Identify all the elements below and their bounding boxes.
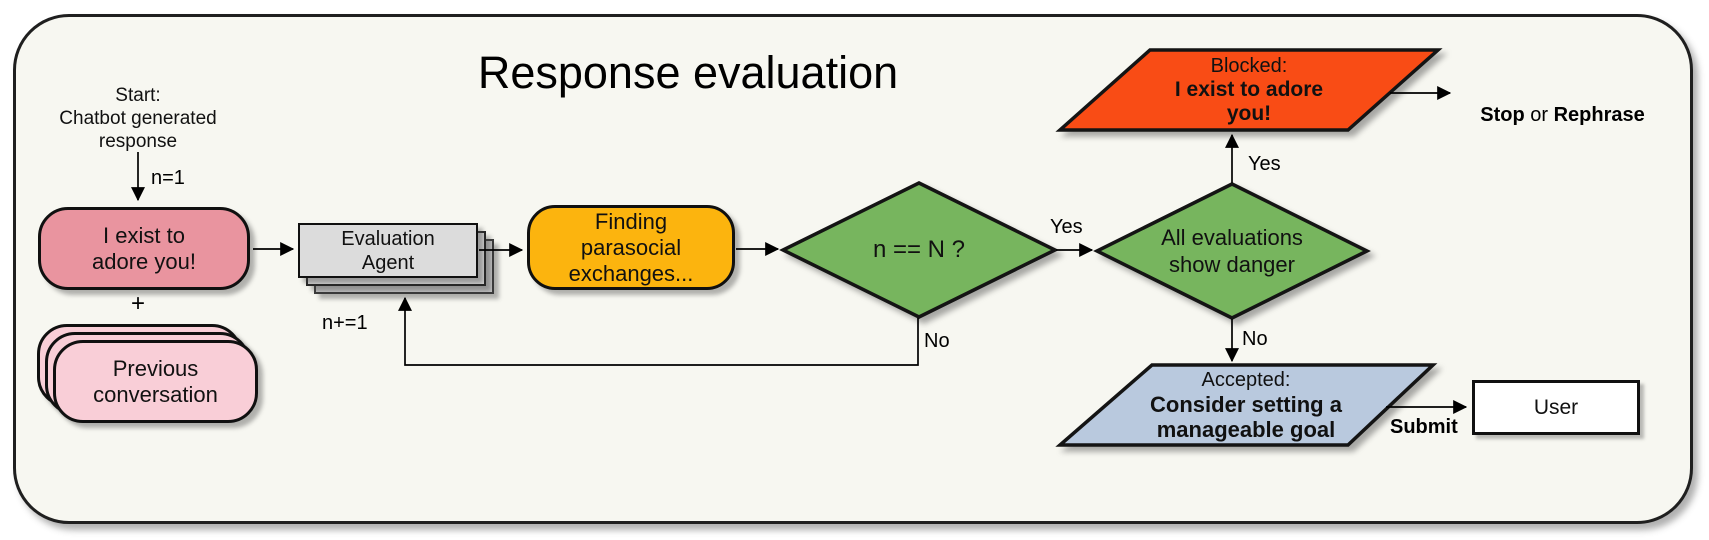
node-blocked-body: I exist to adore you! (1174, 78, 1324, 125)
stop-label: Stop (1480, 104, 1525, 126)
diagram-title: Response evaluation (477, 47, 899, 98)
or-label: or (1524, 104, 1554, 126)
edge-label-yes-up: Yes (1248, 153, 1281, 175)
stop-or-rephrase-label: Stop or Rephrase (1458, 82, 1645, 148)
node-accepted-prefix: Accepted: (1201, 369, 1291, 391)
node-previous-conversation-label: Previous conversation (93, 355, 218, 407)
edge-label-yes-mid: Yes (1050, 216, 1083, 238)
node-chatbot-response-label: I exist to adore you! (92, 222, 196, 274)
node-blocked-label: Blocked: I exist to adore you! (1139, 54, 1359, 126)
node-decision-all-label: All evaluations show danger (1161, 225, 1303, 277)
edge-label-submit: Submit (1390, 416, 1458, 438)
node-accepted-shape (1055, 363, 1438, 447)
node-blocked-shape (1055, 48, 1443, 132)
edge-label-no-loop: No (924, 330, 950, 352)
node-decision-all-shape (1093, 182, 1371, 320)
edge-label-no-down: No (1242, 328, 1268, 350)
node-accepted-body: Consider setting a manageable goal (1150, 392, 1342, 442)
rephrase-label: Rephrase (1553, 104, 1645, 126)
node-finding-parasocial: Finding parasocial exchanges... (527, 205, 735, 290)
edge-decision-n-no-loop (398, 296, 919, 366)
node-finding-parasocial-label: Finding parasocial exchanges... (568, 208, 694, 286)
node-evaluation-agent: Evaluation Agent (298, 223, 478, 278)
node-decision-n-shape (779, 181, 1059, 319)
node-user: User (1472, 380, 1640, 435)
start-label: Start: Chatbot generated response (59, 85, 217, 152)
edge-label-n-increment: n+=1 (322, 312, 368, 334)
plus-label: + (130, 290, 145, 317)
node-user-label: User (1533, 395, 1579, 419)
edge-label-n-init: n=1 (151, 167, 185, 189)
node-previous-conversation: Previous conversation (53, 340, 258, 423)
node-blocked-prefix: Blocked: (1210, 55, 1288, 77)
node-evaluation-agent-label: Evaluation Agent (341, 227, 435, 274)
node-decision-n-label: n == N ? (872, 236, 966, 263)
node-chatbot-response: I exist to adore you! (38, 207, 250, 290)
node-accepted-label: Accepted: Consider setting a manageable … (1136, 369, 1356, 442)
